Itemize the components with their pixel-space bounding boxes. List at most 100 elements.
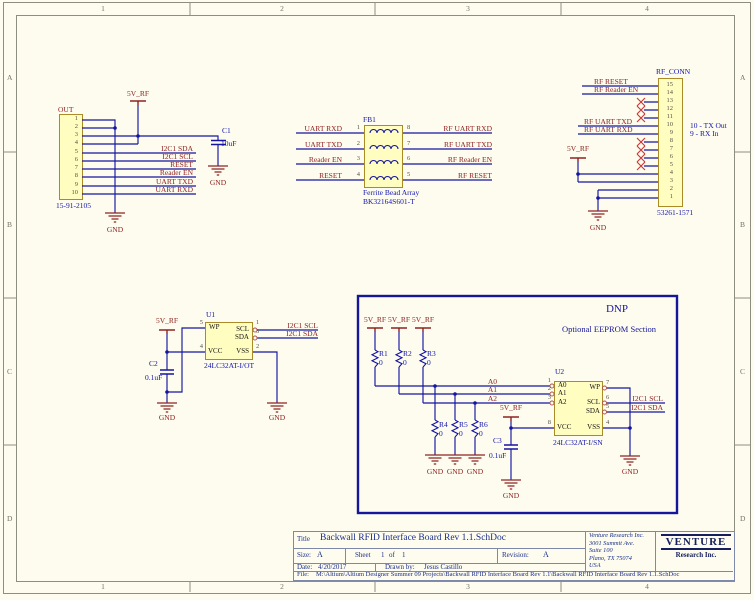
net-label: I2C1 SCL — [287, 321, 318, 330]
net-label: A0 — [487, 377, 497, 386]
power-port-label: 5V_RF — [126, 89, 150, 98]
comment-u2: 24LC32AT-I/SN — [553, 438, 603, 447]
pin-name: WP — [589, 383, 601, 391]
company-address1: 3001 Summit Ave. — [589, 540, 635, 547]
zone-col: 3 — [466, 4, 470, 13]
revision-value: A — [543, 550, 549, 559]
designator-c2: C2 — [149, 359, 158, 368]
zone-col: 4 — [645, 4, 649, 13]
dnp-section[interactable] — [356, 294, 679, 515]
drawn-by-value: Jesus Castillo — [424, 563, 463, 571]
net-label: Reader EN — [308, 155, 342, 164]
net-label: UART TXD — [305, 140, 342, 149]
zone-col: 4 — [645, 582, 649, 591]
net-label: RF UART TXD — [584, 117, 633, 126]
gnd-label: GND — [268, 413, 286, 422]
pin-number: 1 — [547, 377, 551, 384]
zone-col: 1 — [101, 582, 105, 591]
sheet-title: Backwall RFID Interface Board Rev 1.1.Sc… — [320, 533, 506, 543]
pin-number: 9 — [669, 129, 673, 136]
part-number: BK32164S601-T — [363, 197, 415, 206]
power-port-label: 5V_RF — [363, 315, 387, 324]
file-label: File: — [297, 571, 309, 578]
pin-number: 5 — [199, 319, 203, 326]
pin-number: 10 — [71, 189, 79, 196]
company-logo: VENTURE Research Inc. — [661, 534, 731, 559]
eeprom-u1-symbol[interactable] — [156, 322, 318, 413]
pin-name: SDA — [234, 333, 249, 341]
pin-name: VSS — [587, 423, 600, 431]
net-label: RF RESET — [594, 77, 628, 86]
pin-number: 7 — [669, 145, 673, 152]
title-label: Title — [297, 535, 310, 543]
net-label: I2C1 SCL — [162, 152, 193, 161]
net-label: I2C1 SDA — [631, 403, 663, 412]
pin-number: 8 — [547, 419, 551, 426]
net-label: RF UART TXD — [443, 140, 492, 149]
designator-u1: U1 — [206, 310, 216, 319]
designator-out: OUT — [58, 105, 74, 114]
gnd-label: GND — [106, 225, 124, 234]
designator-c1: C1 — [222, 126, 231, 135]
designator-r4: R4 — [439, 420, 448, 429]
gnd-label: GND — [589, 223, 607, 232]
designator-r1: R1 — [379, 349, 388, 358]
pin-number: 6 — [407, 155, 411, 162]
pin-name: VSS — [236, 347, 249, 355]
company-address3: Plano, TX 75074 — [589, 555, 632, 562]
pin-name: A1 — [558, 389, 567, 397]
zone-row: A — [7, 73, 13, 82]
outer-border — [3, 2, 751, 594]
gnd-label: GND — [446, 467, 464, 476]
zone-row: D — [7, 514, 13, 523]
pin-number: 5 — [606, 403, 610, 410]
gnd-label: GND — [621, 467, 639, 476]
net-label: RESET — [319, 171, 342, 180]
logo-line1: VENTURE — [661, 534, 731, 550]
pin-number: 1 — [356, 124, 360, 131]
rf-connector-symbol[interactable] — [569, 78, 683, 221]
net-label: A2 — [487, 394, 497, 403]
net-label: I2C1 SDA — [286, 329, 318, 338]
zone-row: A — [740, 73, 746, 82]
pin-number: 12 — [666, 105, 674, 112]
sheet-label: Sheet — [355, 551, 371, 559]
pin-number: 14 — [666, 89, 674, 96]
zone-row: C — [740, 367, 746, 376]
company-name: Venture Research Inc. — [589, 532, 644, 539]
value-r2: 0 — [403, 358, 407, 367]
gnd-label: GND — [426, 467, 444, 476]
pin-name: A0 — [558, 381, 567, 389]
pin-number: 15 — [666, 81, 674, 88]
net-label: I2C1 SDA — [161, 144, 193, 153]
of-label: of — [389, 551, 395, 559]
title-block — [293, 531, 735, 581]
pin-number: 5 — [74, 148, 78, 155]
net-label: I2C1 SCL — [632, 394, 663, 403]
pin-number: 8 — [74, 172, 78, 179]
connector-out-symbol[interactable] — [59, 100, 229, 223]
pin-name: SDA — [585, 407, 600, 415]
pin-number: 8 — [669, 137, 673, 144]
net-label: RF Reader EN — [447, 155, 492, 164]
gnd-label: GND — [466, 467, 484, 476]
drawn-by-label: Drawn by: — [385, 563, 415, 571]
pin-number: 7 — [407, 140, 411, 147]
designator-r3: R3 — [427, 349, 436, 358]
pin-number: 13 — [666, 97, 674, 104]
value-c3: 0.1uF — [489, 451, 507, 460]
pin-number: 4 — [606, 419, 610, 426]
comment-fb1: Ferrite Bead Array — [363, 188, 420, 197]
power-port-label: 5V_RF — [387, 315, 411, 324]
ferrite-bead-array-symbol[interactable] — [296, 125, 492, 188]
net-label: RF RESET — [458, 171, 492, 180]
date-label: Date: — [297, 563, 313, 571]
pin-number: 4 — [356, 171, 360, 178]
net-label: Reader EN — [159, 168, 193, 177]
pin-name: WP — [209, 323, 220, 331]
power-port-label: 5V_RF — [155, 316, 179, 325]
dnp-title: DNP — [605, 303, 629, 315]
pin-number: 2 — [256, 343, 260, 350]
power-port-label: 5V_RF — [499, 403, 523, 412]
